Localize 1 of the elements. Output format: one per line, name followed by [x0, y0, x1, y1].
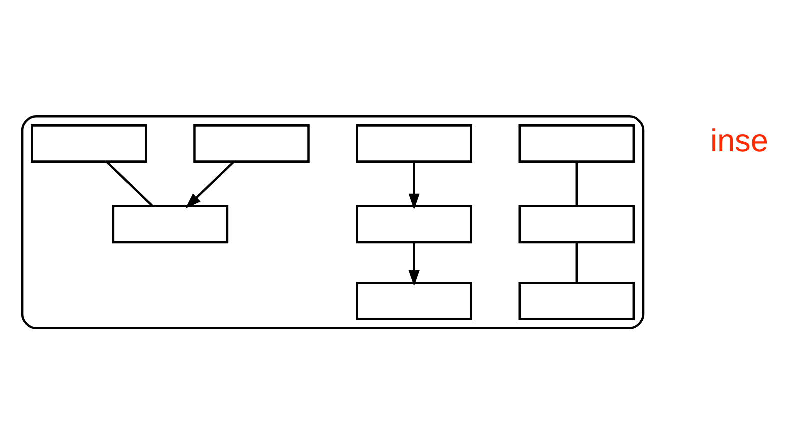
label: inse	[710, 122, 768, 159]
